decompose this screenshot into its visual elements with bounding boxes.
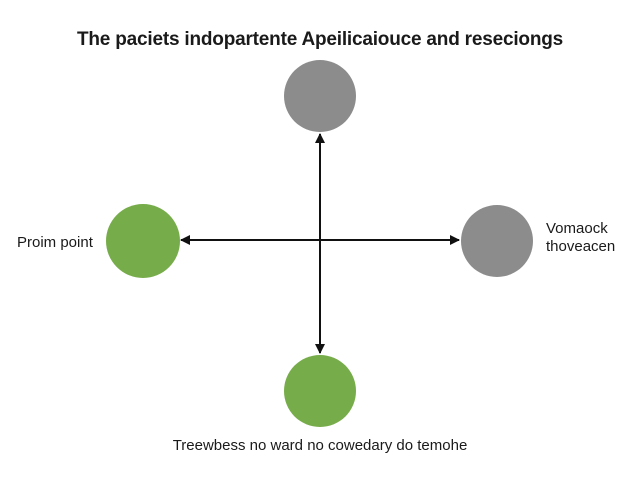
node-right-label-line1: Vomaock: [546, 220, 608, 237]
node-right-label-line2: thoveacen: [546, 238, 616, 255]
node-right: [461, 205, 533, 277]
diagram-title: The paciets indopartente Apeilicaiouce a…: [77, 29, 563, 50]
node-top: [284, 60, 356, 132]
node-left: [106, 204, 180, 278]
node-left-label: Proim point: [17, 234, 93, 251]
node-right-label: Vomaock thoveacen: [546, 220, 615, 256]
node-bottom: [284, 355, 356, 427]
node-bottom-label: Treewbess no ward no cowedary do temohe: [172, 437, 468, 454]
